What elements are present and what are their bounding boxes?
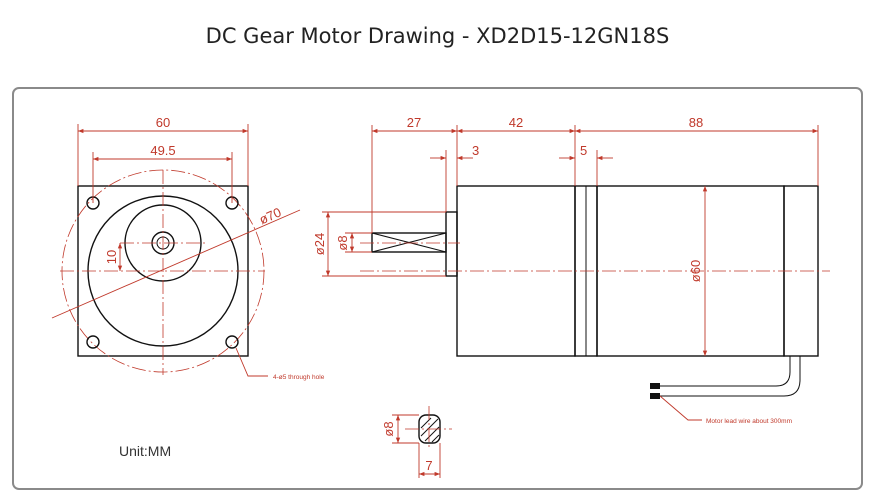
dim-88: 88 bbox=[689, 115, 703, 130]
page-title: DC Gear Motor Drawing - XD2D15-12GN18S bbox=[205, 24, 670, 48]
dim-5: 5 bbox=[580, 143, 587, 158]
hole-note: 4-ø5 through hole bbox=[273, 374, 325, 381]
mount-hole-br bbox=[225, 335, 239, 349]
dim-dia-24: ø24 bbox=[312, 233, 327, 255]
dim-60: 60 bbox=[156, 115, 170, 130]
lead-wire-1 bbox=[650, 356, 791, 387]
dim-7: 7 bbox=[425, 458, 432, 473]
drawing-frame bbox=[12, 87, 863, 490]
shaft-section: ø8 7 bbox=[381, 406, 452, 478]
dim-49-5: 49.5 bbox=[150, 143, 175, 158]
lead-note: Motor lead wire about 300mm bbox=[706, 418, 792, 425]
dim-dia-60: ø60 bbox=[688, 260, 703, 282]
mount-hole-bl bbox=[86, 335, 100, 349]
lead-wire-2 bbox=[650, 356, 801, 397]
dim-dia-8-section: ø8 bbox=[381, 421, 396, 436]
shaft-shoulder bbox=[445, 211, 458, 277]
dim-27: 27 bbox=[407, 115, 421, 130]
dim-42: 42 bbox=[509, 115, 523, 130]
unit-label: Unit:MM bbox=[119, 443, 171, 459]
side-view: Motor lead wire about 300mm 27 42 88 3 5… bbox=[312, 115, 830, 425]
dim-3: 3 bbox=[472, 143, 479, 158]
dim-dia-8-shaft: ø8 bbox=[335, 235, 350, 250]
dim-pcd-70: ø70 bbox=[257, 204, 284, 227]
front-view: 60 49.5 ø70 10 4-ø5 through hole bbox=[51, 115, 325, 381]
dim-10: 10 bbox=[104, 250, 119, 264]
